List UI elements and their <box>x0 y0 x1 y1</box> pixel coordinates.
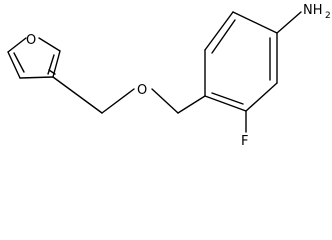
bond-c2-ch2 <box>52 76 103 114</box>
bond-ch2-o <box>101 88 135 114</box>
bond-furan-c5-o <box>7 37 27 53</box>
bond-ring-c5-c6 <box>245 82 278 112</box>
substituents <box>245 11 302 133</box>
bond-ring-c6-c1 <box>204 95 247 112</box>
bond-furan-o-c2 <box>38 37 61 52</box>
ether-linker <box>52 76 206 114</box>
bond-ring-c2-c3 <box>204 11 234 51</box>
bond-ring-inner-3 <box>211 92 244 105</box>
benzene-ring <box>204 11 278 112</box>
bond-furan-c4-c5 <box>7 51 21 79</box>
amine-subscript: 2 <box>325 11 331 21</box>
amine-label: NH <box>303 3 323 18</box>
bond-ch2-ring <box>177 95 206 114</box>
bond-ring-ch2-amine <box>276 11 302 34</box>
bond-ring-inner-1 <box>211 19 236 54</box>
bond-o-ch2 <box>151 88 179 114</box>
molecule-drawing: O O F NH 2 <box>7 3 331 149</box>
ether-oxygen-label: O <box>137 83 147 98</box>
bond-furan-c4-c5-double <box>13 52 25 73</box>
structure-canvas: O O F NH 2 <box>7 3 331 149</box>
fluorine-label: F <box>241 134 248 149</box>
bond-ring-c3-c4 <box>232 11 278 34</box>
bond-furan-c2-c3-double <box>47 54 55 75</box>
bond-furan-c3-c3-double <box>48 69 56 75</box>
furan-ring <box>7 37 61 79</box>
bond-furan-c3-c4 <box>19 76 54 79</box>
furan-oxygen-label: O <box>26 33 36 48</box>
